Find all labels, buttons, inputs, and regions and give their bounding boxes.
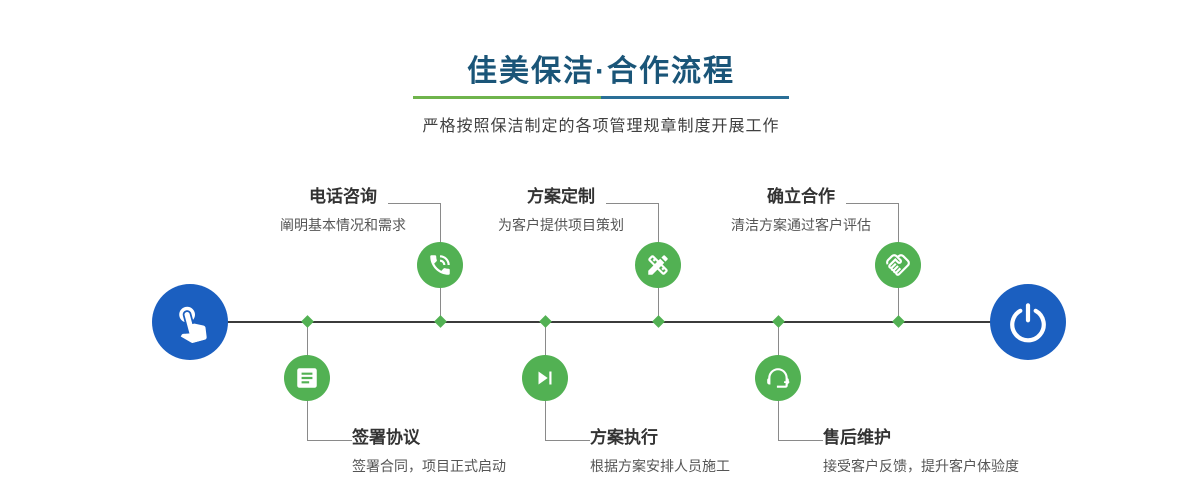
step-node-sign-agreement [284, 355, 330, 401]
timeline-start-node [152, 284, 228, 360]
connector-line [440, 288, 441, 322]
power-icon [1010, 303, 1046, 343]
step-label-establish-cooperation: 确立合作 清洁方案通过客户评估 [706, 185, 896, 235]
step-desc: 签署合同，项目正式启动 [352, 458, 506, 474]
timeline-line [190, 321, 1028, 323]
connector-line [307, 323, 308, 356]
title-underline [413, 96, 789, 99]
contract-icon [297, 368, 317, 388]
step-title: 方案执行 [590, 428, 658, 447]
connector-line [898, 288, 899, 322]
connector-line [778, 323, 779, 356]
junction-diamond [652, 315, 665, 328]
step-title: 售后维护 [823, 428, 891, 447]
step-desc: 为客户提供项目策划 [498, 217, 624, 233]
step-node-phone-consult [417, 242, 463, 288]
step-label-plan-execution: 方案执行 根据方案安排人员施工 [590, 426, 730, 476]
junction-diamond [301, 315, 314, 328]
phone-icon [430, 255, 450, 275]
step-desc: 清洁方案通过客户评估 [731, 217, 871, 233]
step-desc: 根据方案安排人员施工 [590, 458, 730, 474]
step-node-plan-design [635, 242, 681, 288]
connector-line [440, 203, 441, 243]
connector-line [658, 203, 659, 243]
step-label-phone-consult: 电话咨询 阐明基本情况和需求 [248, 185, 438, 235]
step-title: 电话咨询 [309, 187, 377, 206]
connector-line [545, 323, 546, 356]
connector-line [778, 440, 823, 441]
connector-line [658, 288, 659, 322]
step-desc: 接受客户反馈，提升客户体验度 [823, 458, 1019, 474]
connector-line [545, 440, 590, 441]
step-node-plan-execution [522, 355, 568, 401]
connector-line [307, 440, 352, 441]
connector-line [545, 400, 546, 441]
step-title: 方案定制 [527, 187, 595, 206]
page-title: 佳美保洁·合作流程 [467, 55, 735, 88]
step-node-after-sales [755, 355, 801, 401]
step-node-establish-cooperation [875, 242, 921, 288]
connector-line [778, 400, 779, 441]
connector-line [307, 400, 308, 441]
connector-line [606, 203, 658, 204]
connector-line [846, 203, 898, 204]
design-tools-icon [648, 255, 668, 275]
connector-line [898, 203, 899, 243]
junction-diamond [539, 315, 552, 328]
step-label-sign-agreement: 签署协议 签署合同，项目正式启动 [352, 426, 506, 476]
step-desc: 阐明基本情况和需求 [280, 217, 406, 233]
headset-plus-icon [767, 368, 790, 388]
connector-line [388, 203, 440, 204]
junction-diamond [434, 315, 447, 328]
step-label-plan-design: 方案定制 为客户提供项目策划 [466, 185, 656, 235]
junction-diamond [772, 315, 785, 328]
timeline-end-node [990, 284, 1066, 360]
step-title: 确立合作 [767, 187, 835, 206]
underline-blue-segment [601, 96, 789, 99]
step-label-after-sales: 售后维护 接受客户反馈，提升客户体验度 [823, 426, 1019, 476]
step-title: 签署协议 [352, 428, 420, 447]
junction-diamond [892, 315, 905, 328]
page-subtitle: 严格按照保洁制定的各项管理规章制度开展工作 [422, 118, 780, 135]
play-next-icon [538, 371, 552, 385]
pointing-hand-icon [179, 306, 207, 343]
handshake-icon [886, 254, 910, 276]
underline-green-segment [413, 96, 601, 99]
